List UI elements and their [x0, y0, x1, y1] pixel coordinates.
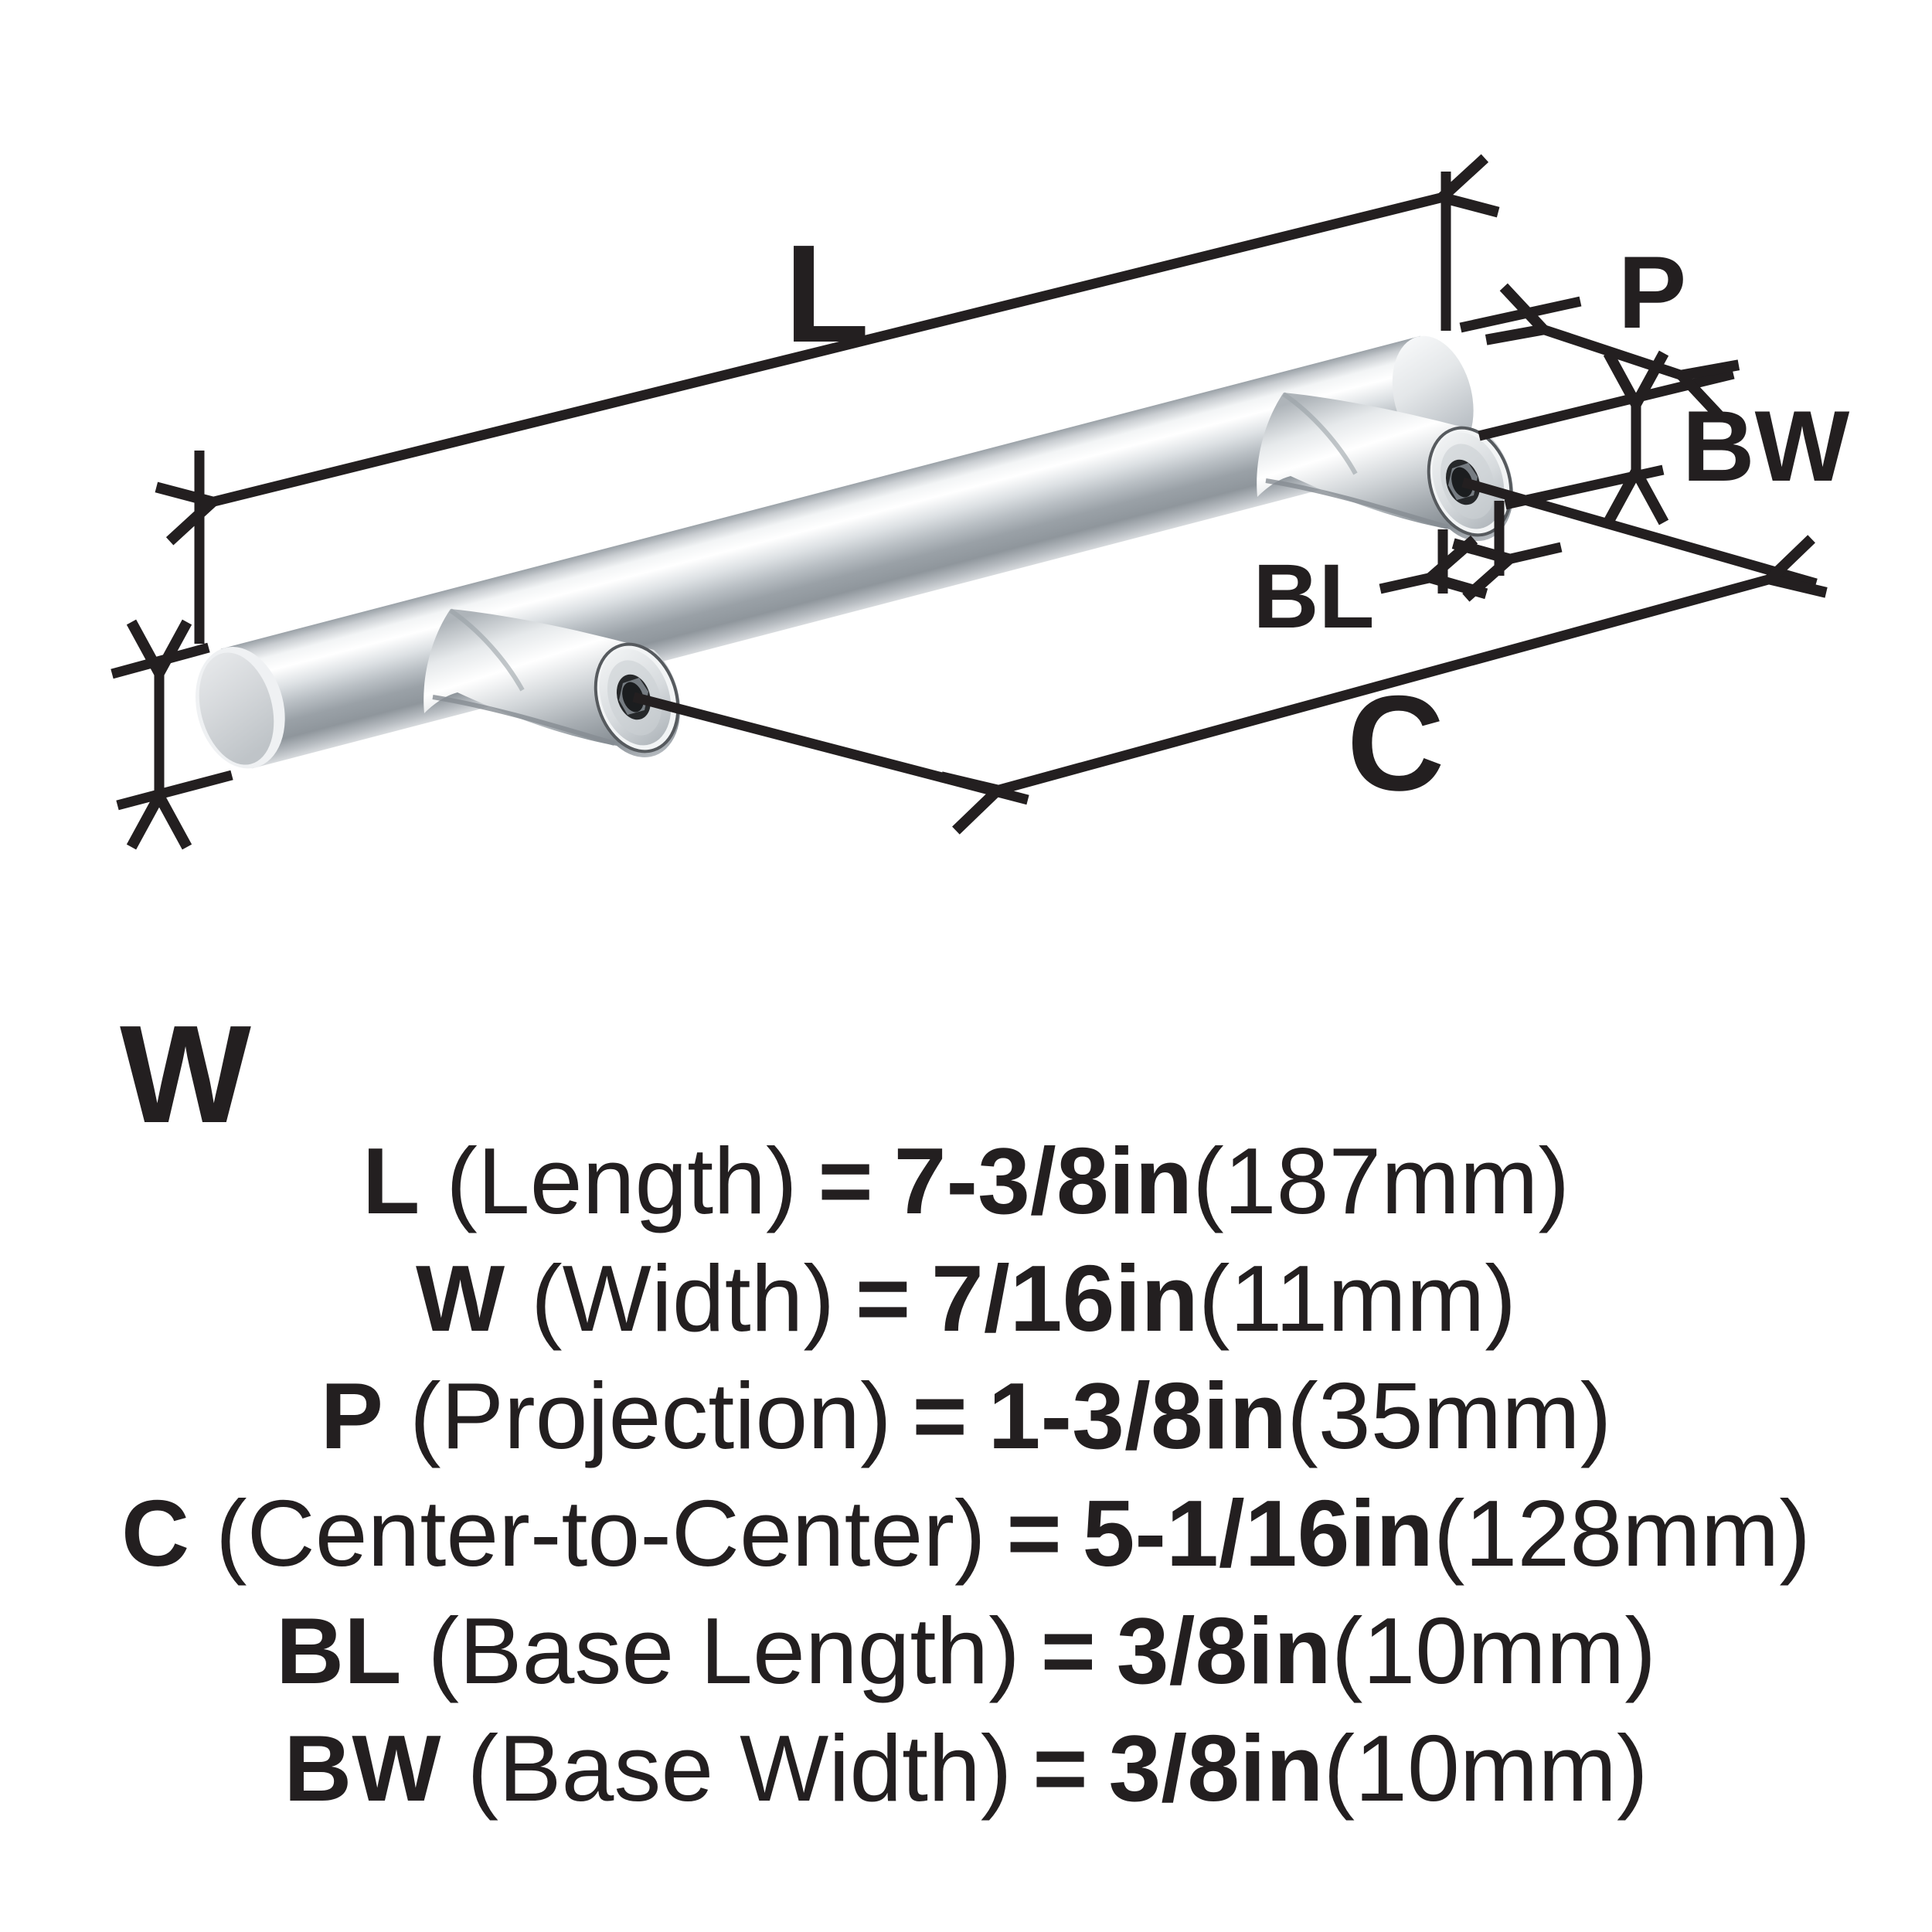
spec-code: P	[320, 1363, 384, 1468]
spec-row-width: W (Width)=7/16in(11mm)	[0, 1240, 1932, 1357]
spec-value: 1-3/8in	[988, 1363, 1287, 1468]
left-hex-socket-center	[622, 682, 644, 713]
spec-metric: (10mm)	[1331, 1598, 1657, 1703]
spec-equals: =	[855, 1246, 911, 1351]
spec-equals: =	[1006, 1481, 1062, 1586]
spec-metric: (35mm)	[1287, 1363, 1612, 1468]
spec-name: (Base Width)	[467, 1716, 1012, 1821]
label-center-to-center: C	[1347, 668, 1444, 819]
label-length: L	[784, 216, 869, 372]
spec-row-length: L (Length)=7-3/8in(187mm)	[0, 1122, 1932, 1240]
spec-name: (Base Length)	[427, 1598, 1020, 1703]
spec-code: C	[121, 1481, 190, 1586]
spec-equals: =	[818, 1128, 873, 1233]
spec-value: 7-3/8in	[893, 1128, 1193, 1233]
label-base-length: BL	[1253, 546, 1374, 648]
spec-row-base-length: BL (Base Length)=3/8in(10mm)	[0, 1592, 1932, 1709]
spec-metric: (187mm)	[1192, 1128, 1570, 1233]
spec-name: (Length)	[446, 1128, 798, 1233]
spec-value: 7/16in	[931, 1246, 1199, 1351]
projection-upper-extension	[1459, 296, 1582, 333]
dimension-lines	[111, 172, 1816, 811]
spec-name: (Projection)	[409, 1363, 892, 1468]
left-post-shadow-crease	[432, 695, 615, 746]
center-left-extension	[632, 692, 1029, 805]
dimension-labels: L W P BW BL C	[120, 216, 1850, 1152]
spec-row-center: C (Center-to-Center)=5-1/16in(128mm)	[0, 1475, 1932, 1592]
spec-row-base-width: BW (Base Width)=3/8in(10mm)	[0, 1709, 1932, 1827]
label-projection: P	[1618, 236, 1687, 350]
spec-equals: =	[1032, 1716, 1088, 1821]
label-width: W	[120, 997, 251, 1152]
center-dimension-line	[999, 580, 1768, 790]
spec-text-block: L (Length)=7-3/8in(187mm) W (Width)=7/16…	[0, 1122, 1932, 1827]
right-post	[1257, 392, 1514, 542]
label-base-width: BW	[1682, 389, 1850, 502]
spec-value: 3/8in	[1108, 1716, 1324, 1821]
spec-metric: (11mm)	[1198, 1246, 1517, 1351]
width-upper-tick	[111, 642, 210, 679]
spec-equals: =	[1040, 1598, 1096, 1703]
bar-left-end-cap	[199, 652, 274, 765]
spec-code: BL	[275, 1598, 402, 1703]
spec-code: BW	[284, 1716, 441, 1821]
width-lower-tick	[116, 770, 233, 811]
spec-code: L	[362, 1128, 420, 1233]
length-dimension-line	[214, 198, 1440, 502]
spec-name: (Center-to-Center)	[216, 1481, 986, 1586]
spec-equals: =	[912, 1363, 968, 1468]
base-length-left-arrow	[1379, 578, 1429, 589]
spec-metric: (10mm)	[1323, 1716, 1648, 1821]
spec-metric: (128mm)	[1433, 1481, 1811, 1586]
spec-value: 5-1/16in	[1082, 1481, 1434, 1586]
spec-code: W	[415, 1246, 505, 1351]
base-length-right-arrow	[1511, 547, 1563, 559]
spec-value: 3/8in	[1116, 1598, 1332, 1703]
left-post-flare-shadow	[449, 608, 525, 692]
spec-row-projection: P (Projection)=1-3/8in(35mm)	[0, 1357, 1932, 1475]
spec-name: (Width)	[531, 1246, 835, 1351]
